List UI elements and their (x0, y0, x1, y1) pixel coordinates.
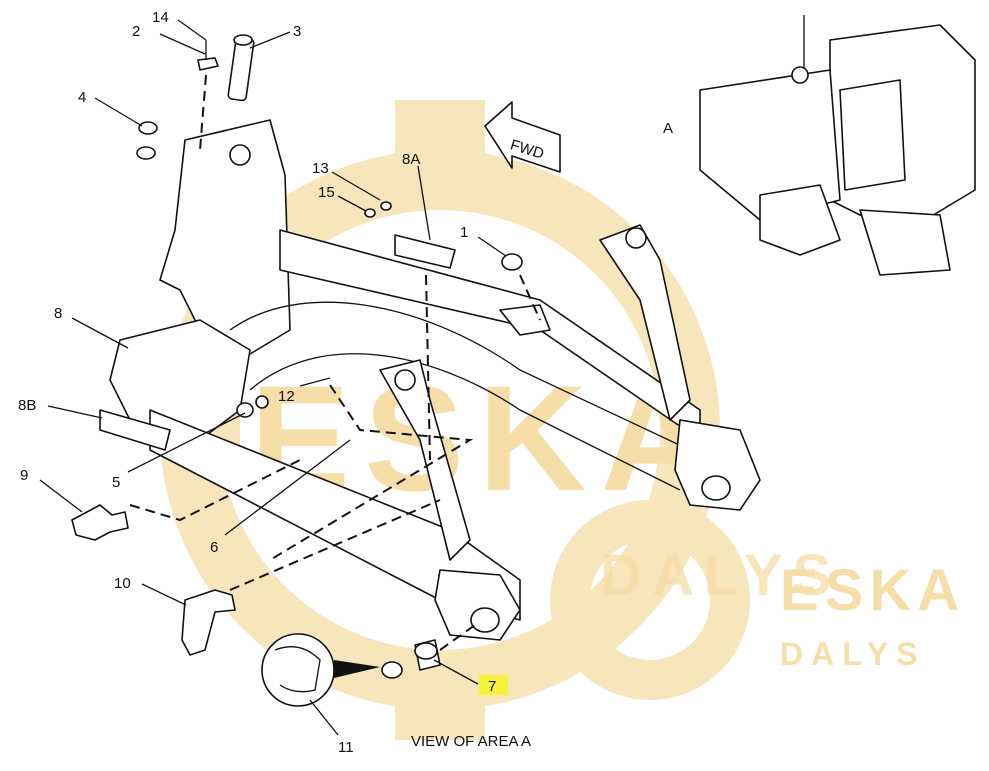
frame-arch-inner (249, 353, 681, 491)
pin-3 (227, 36, 255, 102)
callout-8A: 8A (402, 151, 420, 168)
detail-circle-11 (261, 633, 335, 707)
link-pivot-front (394, 369, 416, 391)
leader-12 (299, 377, 331, 387)
watermark-gear-tooth (395, 100, 485, 170)
pin-9 (71, 504, 129, 541)
leader-3 (249, 31, 291, 49)
watermark-gear-tooth (395, 680, 485, 740)
callout-4: 4 (78, 89, 86, 106)
highlight-callout-7 (479, 675, 508, 695)
detail-11-pointer (334, 660, 380, 678)
dash-12 (269, 384, 474, 561)
callout-2: 2 (132, 23, 140, 40)
machine-cap (791, 66, 809, 84)
leader-5 (127, 412, 246, 473)
frame-right-boss (674, 419, 761, 511)
callout-13: 13 (312, 160, 329, 177)
assembly-lines (129, 74, 541, 651)
side-link-rear (599, 224, 691, 421)
dash-14-2 (199, 74, 207, 151)
leader-8B (47, 405, 103, 419)
watermark-small-gear (550, 500, 750, 700)
leader-9 (39, 479, 83, 513)
leader-8A (417, 165, 431, 241)
frame-arch (229, 301, 691, 451)
dash-7 (439, 624, 476, 651)
callout-9: 9 (20, 467, 28, 484)
link-pivot-rear (625, 227, 647, 249)
watermark-sub-text-2: ESKA (780, 558, 965, 623)
washer-4a (138, 121, 158, 135)
leader-lines (39, 19, 507, 736)
main-frame-assembly (99, 119, 761, 641)
dash-1 (519, 274, 541, 321)
machine-front (859, 209, 951, 276)
loose-parts (71, 34, 523, 707)
leader-1 (477, 236, 507, 257)
callout-10: 10 (114, 575, 131, 592)
machine-cab-window (839, 79, 906, 191)
bolt-13 (380, 201, 392, 211)
detail-11-part (274, 646, 321, 693)
callout-5: 5 (112, 474, 120, 491)
leader-13 (331, 171, 381, 201)
callout-labels: 14 2 3 4 13 15 8A 1 8 12 8B 9 5 6 10 7 1… (18, 9, 496, 756)
frame-right-bore (701, 475, 731, 501)
frame-tower (159, 119, 291, 361)
leader-6 (224, 439, 351, 536)
view-caption: VIEW OF AREA A (411, 733, 531, 750)
callout-6: 6 (210, 539, 218, 556)
leader-8 (71, 317, 129, 349)
watermark-sub-text: DALYS (600, 543, 841, 608)
washer-4b (136, 146, 156, 160)
watermark-sub-text-3: DALYS (780, 636, 926, 672)
view-letter: A (663, 120, 673, 137)
leader-14 (177, 19, 207, 41)
leader-11 (309, 699, 339, 736)
leader-4 (94, 97, 143, 127)
dash-9 (129, 459, 301, 522)
machine-frame (759, 184, 841, 256)
callout-11: 11 (338, 739, 354, 756)
side-link-front (379, 359, 471, 561)
dash-10 (229, 499, 441, 591)
callout-1: 1 (460, 224, 468, 241)
leader-15 (337, 195, 367, 212)
pivot-block-1 (499, 304, 551, 336)
fwd-arrow-shape (484, 101, 561, 173)
pin-10 (181, 589, 236, 656)
washer-11 (381, 661, 403, 679)
bushing-5 (236, 402, 254, 418)
callout-3: 3 (293, 23, 301, 40)
tooth-plate-8B (99, 409, 171, 451)
washer-1 (501, 253, 523, 271)
callout-7: 7 (488, 678, 496, 695)
frame-lower-bore (470, 607, 500, 633)
bolt-15 (364, 208, 376, 218)
bushing-5b (255, 395, 269, 409)
tooth-plate-8A (394, 234, 456, 269)
tower-top-boss (229, 144, 251, 166)
inset-machine-view: A (663, 15, 976, 276)
plate-2 (197, 57, 219, 71)
callout-14: 14 (152, 9, 169, 26)
pin-3-top (233, 34, 253, 46)
callout-8: 8 (54, 305, 62, 322)
callout-8B: 8B (18, 397, 36, 414)
bushing-7-face (414, 642, 438, 660)
callout-15: 15 (318, 184, 335, 201)
leader-10 (141, 583, 187, 606)
leader-2 (159, 33, 206, 55)
leader-7 (433, 659, 479, 685)
callout-12: 12 (278, 388, 295, 405)
